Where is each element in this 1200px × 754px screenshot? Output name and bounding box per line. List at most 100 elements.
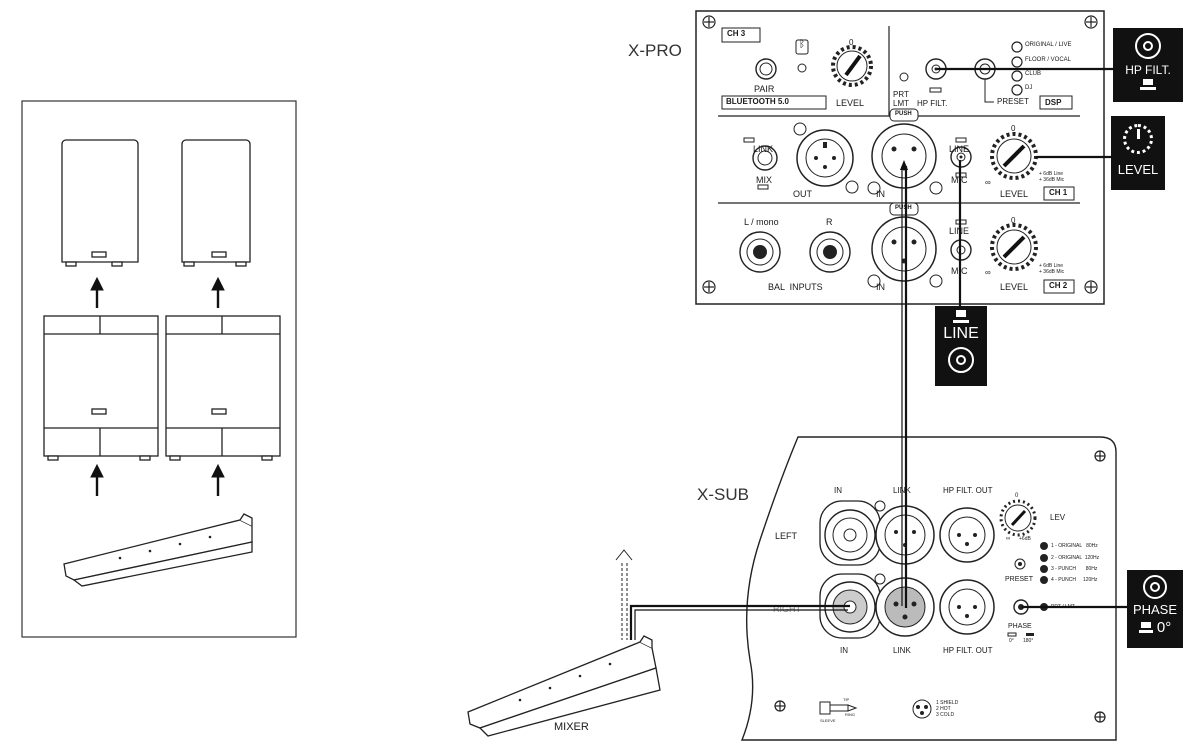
xsub-preset-option-3: 3 - PUNCH 80Hz (1051, 566, 1098, 572)
combo-input-left (819, 500, 881, 566)
setup-diagram (21, 100, 297, 638)
ch1-label: CH 1 (1049, 188, 1068, 197)
xsub-preset-option-1: 1 - ORIGINAL 80Hz (1051, 543, 1098, 549)
preset-button (974, 58, 996, 80)
jack-icon (948, 347, 974, 373)
xsub-preset-option-4: 4 - PUNCH 120Hz (1051, 577, 1098, 583)
xsub-left-label: LEFT (775, 531, 798, 541)
switch-up-icon (953, 310, 969, 323)
level-knob-icon (1123, 124, 1153, 154)
preset-label: PRESET (997, 97, 1030, 106)
hp-filter-button (925, 58, 947, 80)
line-label-ch1: LINE (949, 144, 970, 154)
xsub-prt-lmt-label: PRT / LMT (1051, 604, 1075, 610)
bluetooth-icon: ᛒ (799, 39, 805, 50)
line-label-ch2: LINE (949, 226, 970, 236)
bal-input-left (739, 231, 781, 273)
ch1-level-label: LEVEL (1000, 189, 1029, 199)
callout-phase-label: PHASE (1132, 602, 1178, 617)
xsub-phase-180-label: 180° (1023, 638, 1034, 644)
subwoofer-left (43, 315, 159, 461)
mixer-bottom (467, 549, 661, 737)
preset-option-1: ORIGINAL / LIVE (1025, 42, 1072, 48)
ch3-level-label: LEVEL (836, 98, 865, 108)
r-label: R (826, 217, 833, 227)
ch1-inf-label: ∞ (985, 178, 991, 187)
xlr-in-ch1 (867, 108, 943, 195)
pair-label: PAIR (754, 84, 775, 94)
phase-button-icon (1143, 575, 1167, 599)
line-mic-switch-ch2 (950, 239, 972, 261)
xpro-panel (695, 10, 1105, 305)
combo-input-right (819, 573, 881, 639)
sleeve-label: SLEEVE (820, 718, 836, 723)
ch2-label: CH 2 (1049, 281, 1068, 290)
ring-label: RING (845, 712, 855, 717)
mixer-small (63, 513, 253, 587)
callout-level: LEVEL (1111, 116, 1165, 190)
xsub-right-label: RIGHT (773, 604, 801, 614)
preset-option-4: DJ (1025, 85, 1033, 91)
callout-phase-value: 0° (1156, 619, 1172, 636)
mix-label: MIX (756, 175, 773, 185)
callout-phase: PHASE 0° (1127, 570, 1183, 648)
phase-switch (1013, 599, 1029, 615)
callout-phase-value-row: 0° (1127, 619, 1183, 636)
preset-option-2: FLOOR / VOCAL (1025, 57, 1072, 63)
mic-label-ch1: MIC (951, 175, 968, 185)
jack-plug-icon (819, 701, 858, 715)
mixer-label: MIXER (554, 721, 589, 733)
xsub-phase-label: PHASE (1008, 623, 1032, 630)
xsub-link-bottom-label: LINK (893, 646, 911, 655)
switch-up-icon (1140, 79, 1156, 90)
bal-input-right (809, 231, 851, 273)
callout-line-label: LINE (943, 325, 979, 342)
ch1-gain-label: + 6dB Line+ 36dB Mic (1039, 171, 1065, 183)
xsub-phase-0-label: 0° (1009, 638, 1014, 644)
preset-option-3: CLUB (1025, 71, 1042, 77)
mic-label-ch2: MIC (951, 266, 968, 276)
xlr-hp-out-right (939, 579, 995, 635)
xpro-title: X-PRO (628, 41, 682, 60)
xsub-inf-label: ∞ (1006, 536, 1011, 542)
tip-label: TIP (843, 697, 850, 702)
ch2-zero-label: 0 (1011, 216, 1016, 225)
link-label: LINK (753, 144, 774, 154)
hp-filter-icon (1135, 33, 1161, 59)
out-label: OUT (793, 189, 812, 199)
xlr-out (793, 122, 859, 194)
xsub-hp-out-top-label: HP FILT. OUT (943, 486, 993, 495)
bluetooth-label: BLUETOOTH 5.0 (726, 97, 789, 106)
ch2-inf-label: ∞ (985, 268, 991, 277)
ch3-level-knob (831, 45, 873, 87)
ch3-zero-label: 0 (849, 38, 854, 47)
xsub-title: X-SUB (697, 485, 749, 504)
xlr-in-ch2 (867, 202, 943, 288)
callout-line: LINE (935, 306, 987, 386)
top-speaker-right (181, 139, 251, 267)
top-speaker-left (61, 139, 139, 267)
xlr-hp-out-left (939, 507, 995, 563)
xsub-panel (740, 436, 1117, 741)
ch1-level-knob (990, 132, 1038, 180)
xsub-in-bottom-label: IN (840, 646, 848, 655)
xsub-in-top-label: IN (834, 486, 842, 495)
xsub-lev-label: LEV (1050, 513, 1066, 522)
xsub-preset-option-2: 2 - ORIGINAL 120Hz (1051, 555, 1100, 561)
push-label-ch1: PUSH (895, 111, 912, 117)
xsub-link-top-label: LINK (893, 486, 911, 495)
subwoofer-right (165, 315, 281, 461)
ch2-level-knob (990, 223, 1038, 271)
ch1-zero-label: 0 (1011, 124, 1016, 133)
xsub-zero-label: 0 (1015, 493, 1019, 499)
xsub-preset-label: PRESET (1005, 576, 1034, 583)
xsub-preset-button (1014, 558, 1026, 570)
callout-hp-filter: HP FILT. (1113, 28, 1183, 102)
dsp-label: DSP (1045, 98, 1062, 107)
callout-hp-filter-label: HP FILT. (1125, 63, 1171, 77)
push-label-ch2: PUSH (895, 205, 912, 211)
hp-filt-label: HP FILT. (917, 99, 948, 108)
switch-up-icon (1138, 621, 1153, 633)
